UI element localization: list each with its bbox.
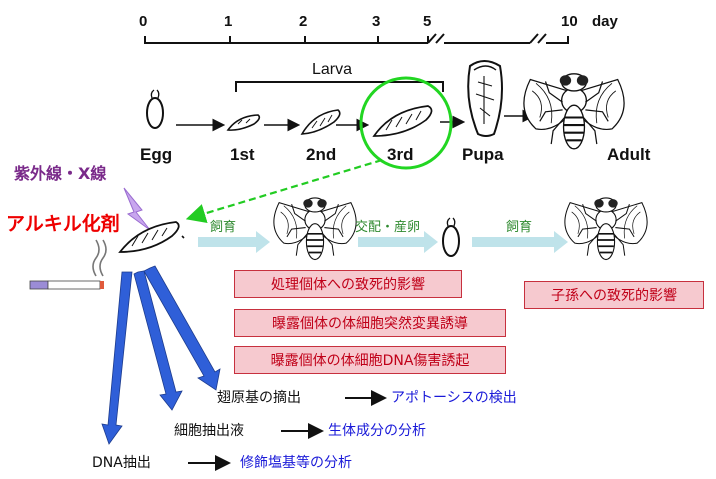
alkylating-agent-label: アルキル化剤 (6, 213, 120, 235)
mating-label: 交配・産卵 (355, 220, 421, 235)
extraction-label-dna: DNA抽出 (92, 455, 151, 471)
laid-egg-drawing (442, 217, 460, 257)
timeline-tick-1: 1 (224, 13, 233, 30)
egg-drawing (146, 89, 164, 129)
extraction-result-biocomponents: 生体成分の分析 (328, 423, 426, 439)
stage-label-egg: Egg (140, 145, 173, 164)
exposed-fly-drawing (273, 197, 357, 261)
timeline-axis (144, 33, 569, 44)
adult-fly-drawing (522, 72, 626, 150)
offspring-effect-box: 子孫への致死的影響 (524, 281, 704, 309)
pupa-drawing (467, 60, 503, 137)
rearing-label-2: 飼育 (506, 220, 533, 235)
timeline-tick-0: 0 (139, 13, 148, 30)
uv-xray-label: 紫外線・X線 (14, 164, 107, 183)
extraction-result-modified-bases: 修飾塩基等の分析 (240, 455, 352, 471)
uv-lightning-icon (123, 187, 151, 231)
flow-arrows (198, 231, 568, 253)
stage-label-1st: 1st (230, 145, 255, 164)
offspring-fly-drawing (564, 197, 648, 261)
third-instar-highlight (359, 76, 453, 170)
stage-label-2nd: 2nd (306, 145, 337, 164)
result-arrows (188, 390, 387, 471)
rearing-label-1: 飼育 (210, 220, 237, 235)
timeline-unit: day (592, 13, 618, 30)
stage-label-pupa: Pupa (462, 145, 504, 164)
treated-larva-drawing (118, 221, 185, 253)
effect-box-dna-damage: 曝露個体の体細胞DNA傷害誘起 (234, 346, 506, 374)
extraction-arrows (101, 265, 221, 445)
timeline-tick-2: 2 (299, 13, 308, 30)
exposure-dashed-arrow (185, 158, 383, 224)
extraction-result-apoptosis: アポトーシスの検出 (391, 390, 517, 406)
timeline-tick-5: 5 (423, 13, 432, 30)
extraction-label-cell-extract: 細胞抽出液 (174, 423, 244, 439)
effect-box-somatic-mutation: 曝露個体の体細胞突然変異誘導 (234, 309, 506, 337)
larva-3rd-drawing (372, 105, 433, 137)
stage-label-adult: Adult (607, 145, 651, 164)
timeline-tick-10: 10 (561, 13, 578, 30)
timeline-tick-3: 3 (372, 13, 381, 30)
larva-1st-drawing (226, 114, 261, 131)
larva-bracket (235, 81, 444, 92)
larva-label: Larva (312, 61, 353, 78)
stage-label-3rd: 3rd (387, 145, 414, 164)
cigarette-icon (29, 239, 107, 290)
stage-arrows (176, 109, 536, 132)
larva-2nd-drawing (300, 109, 341, 135)
extraction-label-wing-disc: 翅原基の摘出 (217, 390, 301, 406)
effect-box-lethality: 処理個体への致死的影響 (234, 270, 462, 298)
